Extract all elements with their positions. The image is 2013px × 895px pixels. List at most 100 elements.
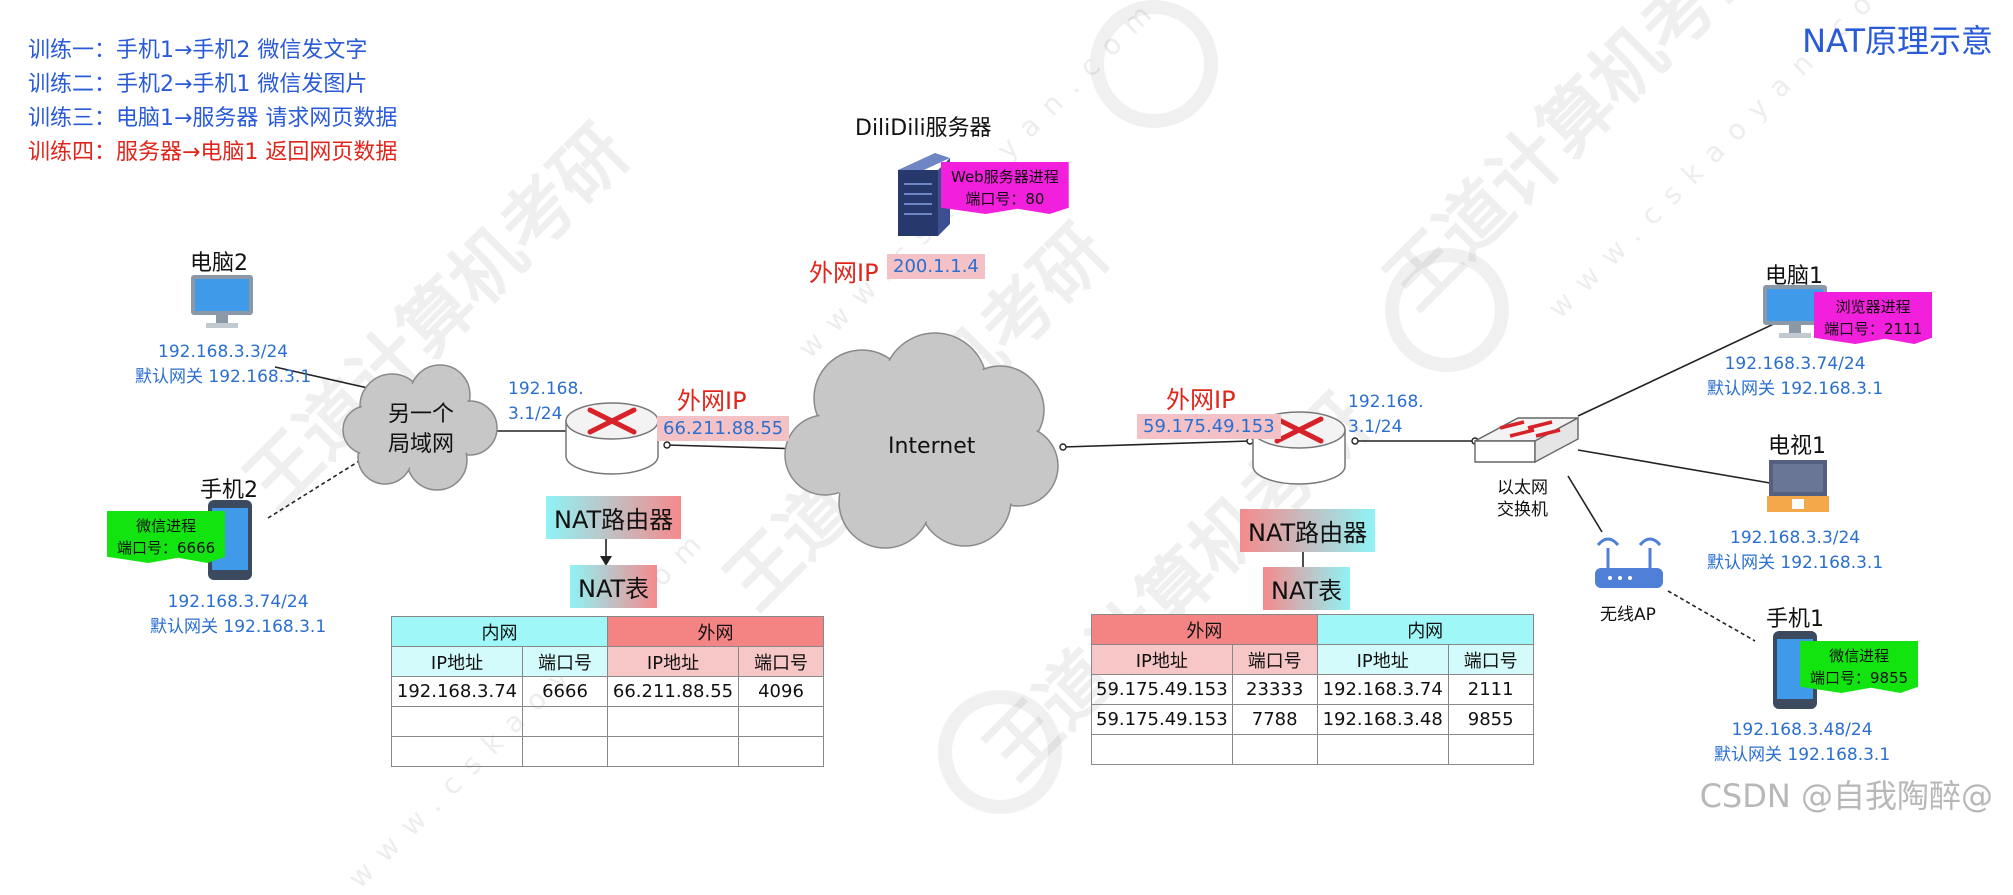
table-cell: 6666 bbox=[522, 676, 608, 707]
process-name: 微信进程 bbox=[1829, 647, 1890, 665]
nat-table-right: 外网 内网 IP地址 端口号 IP地址 端口号 59.175.49.153 23… bbox=[1091, 614, 1534, 765]
pc2-ip-info: 192.168.3.3/24 默认网关 192.168.3.1 bbox=[135, 340, 311, 390]
exercise-item: 训练三：电脑1→服务器 请求网页数据 bbox=[28, 106, 398, 131]
table-cell bbox=[738, 736, 824, 767]
default-gateway: 默认网关 192.168.3.1 bbox=[1714, 745, 1891, 765]
router-left-wan-ip: 66.211.88.55 bbox=[657, 416, 790, 441]
table-header-row: IP地址 端口号 IP地址 端口号 bbox=[391, 646, 824, 677]
server-process-tag: Web服务器进程 端口号：80 bbox=[941, 162, 1069, 214]
network-diagram-canvas bbox=[191, 153, 1829, 709]
table-row: 192.168.3.74 6666 66.211.88.55 4096 bbox=[391, 676, 824, 707]
ip-line: 3.1/24 bbox=[508, 404, 563, 424]
column-header: 端口号 bbox=[1231, 644, 1318, 675]
tv1-ip-info: 192.168.3.3/24 默认网关 192.168.3.1 bbox=[1707, 526, 1883, 576]
pc1-icon bbox=[1763, 285, 1827, 338]
table-cell bbox=[607, 706, 739, 737]
internet-label: Internet bbox=[888, 434, 976, 459]
process-name: 微信进程 bbox=[136, 517, 197, 535]
router-right-name: NAT路由器 bbox=[1240, 509, 1376, 552]
table-cell bbox=[738, 706, 824, 737]
lan-cloud-label: 另一个 局域网 bbox=[388, 400, 454, 460]
csdn-watermark: CSDN @自我陶醉@ bbox=[1699, 777, 1993, 815]
switch-label: 以太网 交换机 bbox=[1497, 477, 1548, 521]
phone2-process-tag: 微信进程 端口号：6666 bbox=[107, 511, 226, 563]
process-port: 端口号：9855 bbox=[1810, 669, 1909, 687]
phone1-name: 手机1 bbox=[1766, 607, 1824, 632]
pc1-name: 电脑1 bbox=[1765, 264, 1823, 289]
table-header-row: IP地址 端口号 IP地址 端口号 bbox=[1091, 644, 1534, 675]
table-cell: 66.211.88.55 bbox=[607, 676, 739, 707]
column-header: IP地址 bbox=[1091, 644, 1233, 675]
group-header: 外网 bbox=[607, 616, 824, 647]
table-cell: 59.175.49.153 bbox=[1091, 674, 1233, 705]
table-cell: 192.168.3.48 bbox=[1316, 704, 1449, 735]
default-gateway: 默认网关 192.168.3.1 bbox=[150, 617, 327, 637]
table-cell: 4096 bbox=[738, 676, 824, 707]
ap-label: 无线AP bbox=[1600, 605, 1656, 625]
exercise-item: 训练一：手机1→手机2 微信发文字 bbox=[28, 38, 368, 63]
table-cell: 192.168.3.74 bbox=[1316, 674, 1449, 705]
phone2-name: 手机2 bbox=[200, 478, 258, 503]
process-name: 浏览器进程 bbox=[1835, 298, 1911, 316]
ethernet-switch-icon bbox=[1474, 416, 1579, 464]
exercise-item: 训练二：手机2→手机1 微信发图片 bbox=[28, 72, 368, 97]
tv1-name: 电视1 bbox=[1768, 434, 1826, 459]
table-row bbox=[391, 736, 824, 767]
router-left-icon bbox=[565, 402, 659, 475]
table-cell: 9855 bbox=[1447, 704, 1534, 735]
ip-line: 3.1/24 bbox=[1348, 417, 1403, 437]
table-cell bbox=[391, 736, 523, 767]
ip-address: 192.168.3.74/24 bbox=[167, 592, 309, 612]
switch-line: 交换机 bbox=[1497, 500, 1548, 520]
cloud-line: 局域网 bbox=[388, 432, 455, 457]
process-port: 端口号：80 bbox=[965, 190, 1045, 208]
column-header: IP地址 bbox=[391, 646, 523, 677]
table-cell bbox=[1091, 734, 1233, 765]
table-row bbox=[1091, 734, 1534, 765]
nat-table-right-title: NAT表 bbox=[1263, 567, 1351, 610]
table-cell: 2111 bbox=[1447, 674, 1534, 705]
group-header: 内网 bbox=[1316, 614, 1534, 645]
column-header: IP地址 bbox=[607, 646, 739, 677]
table-cell bbox=[1231, 734, 1318, 765]
table-cell bbox=[522, 706, 608, 737]
phone1-process-tag: 微信进程 端口号：9855 bbox=[1800, 641, 1919, 693]
table-row: 59.175.49.153 23333 192.168.3.74 2111 bbox=[1091, 674, 1534, 705]
column-header: 端口号 bbox=[522, 646, 608, 677]
router-right-wan-ip: 59.175.49.153 bbox=[1137, 414, 1281, 439]
page-title: NAT原理示意 bbox=[1802, 22, 1993, 60]
column-header: 端口号 bbox=[738, 646, 824, 677]
ip-address: 192.168.3.74/24 bbox=[1724, 354, 1866, 374]
column-header: IP地址 bbox=[1316, 644, 1449, 675]
table-cell bbox=[391, 706, 523, 737]
ip-address: 192.168.3.3/24 bbox=[158, 342, 289, 362]
pc1-ip-info: 192.168.3.74/24 默认网关 192.168.3.1 bbox=[1707, 352, 1883, 402]
ip-line: 192.168. bbox=[508, 379, 584, 399]
server-ip: 200.1.1.4 bbox=[887, 254, 985, 279]
router-left-wan-label: 外网IP bbox=[677, 387, 747, 415]
process-name: Web服务器进程 bbox=[951, 168, 1059, 186]
default-gateway: 默认网关 192.168.3.1 bbox=[1707, 379, 1884, 399]
pc2-icon bbox=[191, 275, 253, 328]
table-row bbox=[391, 706, 824, 737]
wireless-ap-icon bbox=[1595, 537, 1663, 588]
ip-address: 192.168.3.3/24 bbox=[1730, 528, 1861, 548]
default-gateway: 默认网关 192.168.3.1 bbox=[1707, 553, 1884, 573]
process-port: 端口号：6666 bbox=[117, 539, 216, 557]
server-ip-label: 外网IP bbox=[809, 259, 879, 287]
server-name: DiliDili服务器 bbox=[855, 116, 992, 141]
table-cell: 192.168.3.74 bbox=[391, 676, 523, 707]
table-row: 59.175.49.153 7788 192.168.3.48 9855 bbox=[1091, 704, 1534, 735]
process-port: 端口号：2111 bbox=[1824, 320, 1923, 338]
table-cell bbox=[1447, 734, 1534, 765]
table-cell: 7788 bbox=[1231, 704, 1318, 735]
ip-line: 192.168. bbox=[1348, 392, 1424, 412]
pc2-name: 电脑2 bbox=[190, 251, 248, 276]
phone1-ip-info: 192.168.3.48/24 默认网关 192.168.3.1 bbox=[1714, 718, 1890, 768]
nat-table-left: 内网 外网 IP地址 端口号 IP地址 端口号 192.168.3.74 666… bbox=[391, 616, 824, 767]
router-right-wan-label: 外网IP bbox=[1166, 386, 1236, 414]
table-cell bbox=[522, 736, 608, 767]
group-header: 内网 bbox=[391, 616, 608, 647]
router-left-name: NAT路由器 bbox=[546, 496, 682, 539]
phone2-ip-info: 192.168.3.74/24 默认网关 192.168.3.1 bbox=[150, 590, 326, 640]
